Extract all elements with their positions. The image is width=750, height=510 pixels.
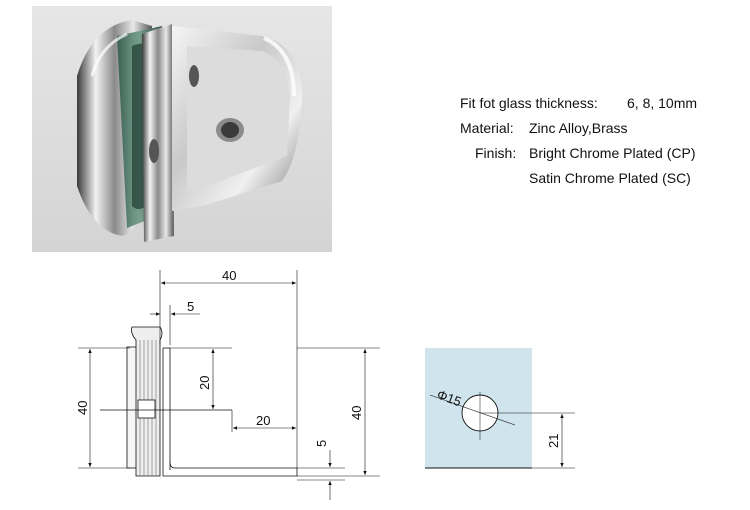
glass-hole-view: Φ15 21 xyxy=(425,348,575,469)
technical-drawing: 40 5 40 20 20 5 40 Φ15 21 xyxy=(75,268,575,500)
dim-base-thickness: 5 xyxy=(314,440,329,447)
dim-left-height: 40 xyxy=(75,401,90,415)
product-photo xyxy=(32,6,332,252)
dim-top-offset: 5 xyxy=(187,299,194,314)
side-view xyxy=(100,326,298,477)
spec-glass-thickness: Fit fot glass thickness: 6, 8, 10mm xyxy=(430,91,740,116)
glass-thickness-label: Fit fot glass thickness: xyxy=(460,95,598,111)
finish-value-sc: Satin Chrome Plated (SC) xyxy=(529,170,691,186)
dimension-labels: 40 5 40 20 20 5 40 xyxy=(75,268,364,447)
glass-clamp-image xyxy=(77,20,302,242)
dim-top-width: 40 xyxy=(222,268,236,283)
dim-hole-height: 21 xyxy=(546,434,561,448)
dimension-lines xyxy=(78,270,380,500)
dim-right-height: 40 xyxy=(349,406,364,420)
spec-material: Material: Zinc Alloy,Brass xyxy=(430,116,740,141)
material-value: Zinc Alloy,Brass xyxy=(529,120,628,136)
dim-inner-height: 20 xyxy=(197,376,212,390)
material-label: Material: xyxy=(460,120,514,136)
glass-thickness-value: 6, 8, 10mm xyxy=(627,95,698,111)
specifications: Fit fot glass thickness: 6, 8, 10mm Mate… xyxy=(430,91,740,191)
spec-finish-cont: Satin Chrome Plated (SC) xyxy=(430,166,740,191)
dim-inner-width: 20 xyxy=(256,413,270,428)
finish-value-cp: Bright Chrome Plated (CP) xyxy=(529,145,696,161)
spec-finish: Finish: Bright Chrome Plated (CP) xyxy=(430,141,740,166)
finish-label: Finish: xyxy=(475,145,517,161)
